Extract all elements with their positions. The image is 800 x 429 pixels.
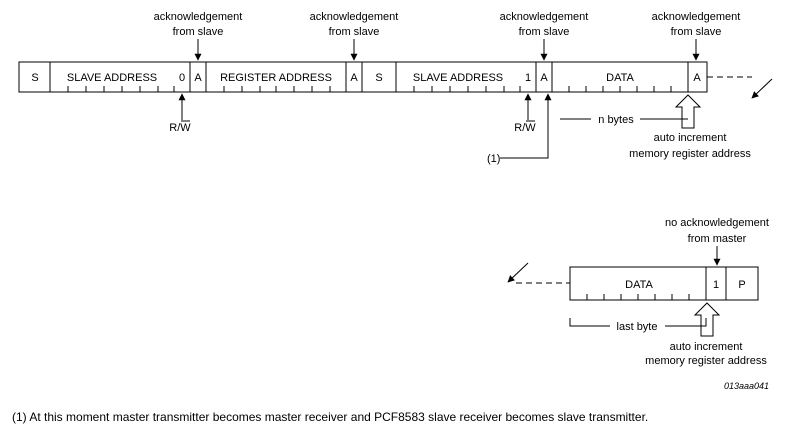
svg-text:from slave: from slave [671,26,722,38]
cell-start: S [31,72,38,84]
cell-slave-address-write: SLAVE ADDRESS [67,72,157,84]
continuation-arrow-2 [507,262,529,283]
cell-rw-read-bit: 1 [525,72,531,84]
svg-text:memory register address: memory register address [629,148,751,160]
cell-ack-3: A [540,72,548,84]
svg-text:acknowledgement: acknowledgement [500,11,589,23]
ack-label-4: acknowledgement from slave [652,11,741,38]
last-byte-label: last byte [617,321,658,333]
cell-register-address: REGISTER ADDRESS [220,72,332,84]
cell-data: DATA [606,72,634,84]
cell-stop: P [738,279,745,291]
n-bytes-label: n bytes [598,114,634,126]
row2-dividers [705,267,727,300]
svg-text:no acknowledgement: no acknowledgement [665,217,769,229]
row1-dividers [49,62,689,92]
svg-text:R/W: R/W [514,122,536,134]
svg-text:from slave: from slave [519,26,570,38]
rw-label-2: R/W [514,120,536,134]
ack-label-3: acknowledgement from slave [500,11,589,38]
svg-text:memory register address: memory register address [645,355,767,367]
svg-text:from slave: from slave [329,26,380,38]
last-byte-left-line [569,318,610,327]
row1-bit-ticks [67,86,672,92]
last-byte-right-line [665,318,707,327]
no-ack-label: no acknowledgement from master [665,217,769,245]
ack-label-1: acknowledgement from slave [154,11,243,38]
cell-repeated-start: S [375,72,382,84]
svg-text:acknowledgement: acknowledgement [652,11,741,23]
footnote-text: (1) At this moment master transmitter be… [12,410,648,424]
ack-label-2: acknowledgement from slave [310,11,399,38]
svg-text:auto increment: auto increment [654,132,727,144]
auto-increment-arrow-2 [693,302,721,337]
footnote-marker-label: (1) [487,153,500,165]
cell-ack-4: A [693,72,701,84]
cell-ack-2: A [350,72,358,84]
cell-data-last: DATA [625,279,653,291]
svg-text:from master: from master [688,233,747,245]
row2-bit-ticks [586,294,690,300]
svg-text:R/W: R/W [169,122,191,134]
cell-ack-1: A [194,72,202,84]
footnote-marker-line [500,93,552,159]
figure-id: 013aaa041 [724,381,769,391]
auto-increment-label-2: auto increment memory register address [645,341,767,367]
auto-increment-arrow-1 [674,94,702,129]
svg-text:acknowledgement: acknowledgement [310,11,399,23]
auto-increment-label-1: auto increment memory register address [629,132,751,160]
row2-frame [569,266,759,301]
continuation-arrow-1 [751,78,773,99]
rw-label-1: R/W [169,120,191,134]
cell-no-ack-bit: 1 [713,279,719,291]
svg-text:from slave: from slave [173,26,224,38]
svg-text:auto increment: auto increment [670,341,743,353]
cell-rw-write-bit: 0 [179,72,185,84]
cell-slave-address-read: SLAVE ADDRESS [413,72,503,84]
svg-text:acknowledgement: acknowledgement [154,11,243,23]
